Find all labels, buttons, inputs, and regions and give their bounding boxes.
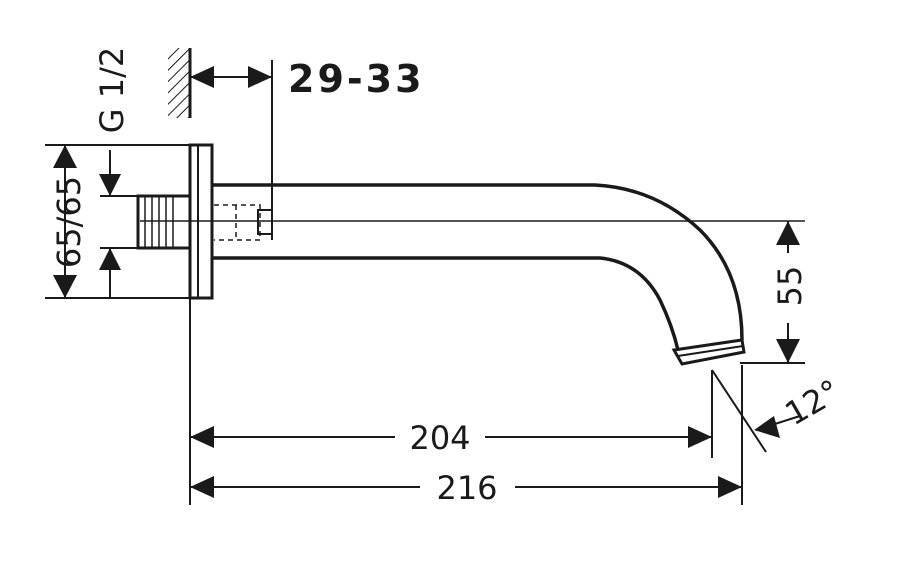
thread-connector: [136, 194, 192, 250]
flange-label: 65/65: [50, 176, 88, 268]
wall-range-label: 29-33: [288, 57, 425, 101]
length-short-label: 204: [409, 419, 470, 457]
height-dimension: [740, 221, 805, 364]
angle-dimension: [711, 369, 801, 453]
spout-outlet: [671, 338, 746, 366]
length-204-dimension: [190, 426, 712, 448]
length-long-label: 216: [436, 469, 497, 507]
wall-hatch: [168, 48, 192, 118]
thread-label: G 1/2: [93, 47, 131, 133]
spout-body: [140, 183, 805, 351]
flange-dimension: [45, 144, 190, 299]
angle-label: 12°: [778, 372, 846, 433]
height-label: 55: [771, 266, 809, 307]
length-216-dimension: [190, 476, 742, 498]
thread-dimension: [99, 150, 138, 298]
